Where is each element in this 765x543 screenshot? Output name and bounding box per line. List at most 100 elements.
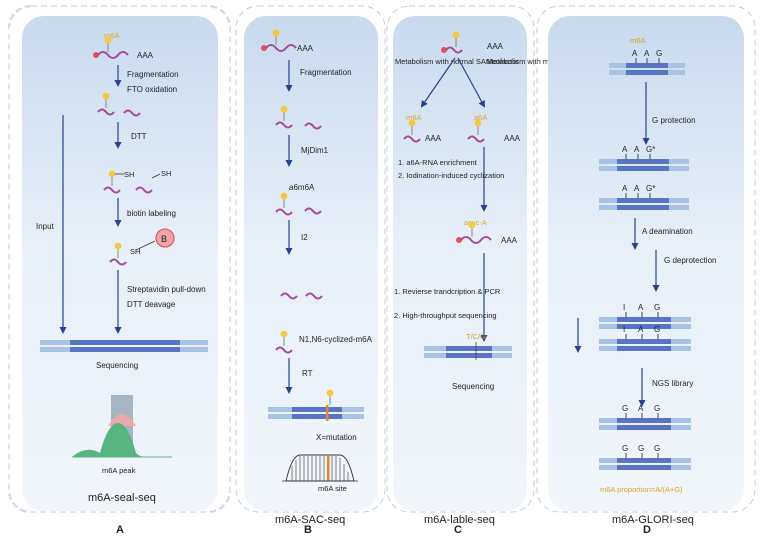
m6a-tag: m6A [104,31,119,40]
panel-c-background [393,16,527,511]
sequencing-reads-a [40,340,208,352]
m6a-peak-label: m6A peak [102,466,136,475]
read-row-1 [609,58,685,75]
biotin-icon [155,228,175,248]
base-r1-1: A [632,49,638,58]
cyclization-label: 2. Iodination-induced cyclization [398,171,504,180]
i2-label: I2 [301,233,308,242]
base-r6-2: A [638,404,644,413]
poly-a-label-c: AAA [487,42,504,51]
rna-full-a [93,36,129,59]
panel-a: m6A AAA Fragmentation FTO oxidation DTT … [8,5,231,536]
panel-d-title: m6A-GLORI-seq [612,514,694,526]
base-r3-2: A [634,184,640,193]
panel-d-background [548,16,744,511]
rna-full-c [441,31,463,54]
base-r7-1: G [622,444,628,453]
base-r5-1: I [623,325,625,334]
base-r5-3: G [654,325,660,334]
arrow-c-right [457,57,485,108]
arrow-c-left [420,57,456,108]
base-r2-1: A [622,145,628,154]
poly-a-label-c-left: AAA [425,134,442,143]
tcg-label: T/C/G [466,332,486,341]
biotin-badge-label: B [161,234,167,244]
mutation-site-plot [282,454,358,482]
m6a-proportion-label: m6A proportion=A/(A+G) [600,485,683,494]
base-r4-1: I [623,303,625,312]
rna-sh-a [103,170,161,194]
sh-label-3: SH [130,247,140,256]
base-r3-1: A [622,184,628,193]
read-row-5 [599,334,691,351]
acyc-a-label: acyc-A [464,218,487,227]
base-r2-3: G* [646,145,655,154]
panel-b: AAA Fragmentation MjDim1 a6m6A I2 N1,N6-… [235,5,386,536]
sh-label-1: SH [124,170,134,179]
poly-a-label: AAA [137,51,154,60]
a6m6a-label: a6m6A [289,183,315,192]
read-row-2 [599,154,689,171]
g-protection-label: G protection [652,116,696,125]
base-r6-3: G [654,404,660,413]
a6a-label: a6A [474,113,487,122]
rna-acyc-a [456,221,492,244]
panel-b-title: m6A-SAC-seq [275,514,345,526]
base-r4-2: A [638,303,644,312]
sequencing-label: Sequencing [96,361,138,370]
sequencing-reads-c [424,342,512,360]
m6a-label-c: m6A [406,113,421,122]
base-r1-3: G [656,49,662,58]
base-r5-2: A [638,325,644,334]
cyclized-m6a-label: N1,N6-cyclized-m6A [299,335,373,344]
mutation-label: X=mutation [316,433,357,442]
rt-pcr-label: 1. Revierse trandcription & PCR [394,287,501,296]
m6a-peak-plot [72,395,172,458]
panel-d-letter: D [643,524,651,536]
read-row-6 [599,413,691,430]
rt-label: RT [302,369,313,378]
base-r7-2: G [638,444,644,453]
panel-b-background [244,16,378,511]
ngs-library-label: NGS library [652,379,693,388]
dtt-label: DTT [131,132,147,141]
base-r2-2: A [634,145,640,154]
g-deprotection-label: G deprotection [664,256,716,265]
poly-a-label-acyc: AAA [501,236,518,245]
mjdim1-label: MjDim1 [301,146,329,155]
fto-oxidation-label: FTO oxidation [127,85,177,94]
base-r1-2: A [644,49,650,58]
sequencing-label-c: Sequencing [452,382,494,391]
fragmentation-label: Fragmentation [127,70,179,79]
enrichment-label: 1. a6A-RNA enrichment [398,158,478,167]
panel-b-letter: B [304,524,312,536]
read-row-4 [599,312,691,329]
a-deamination-label: A deamination [642,227,693,236]
base-r4-3: G [654,303,660,312]
m6a-site-label: m6A site [318,484,347,493]
streptavidin-label: Streptavidin pull-down [127,285,206,294]
panel-d: m6A A A G G protection A A G* A A G* A d… [536,5,756,536]
read-row-3 [599,193,689,210]
read-row-7 [599,453,691,470]
m6a-tag-d: m6A [630,36,645,45]
base-r6-1: G [622,404,628,413]
input-label: Input [36,222,55,231]
rna-full-b [261,29,297,52]
panel-c-letter: C [454,524,462,536]
panel-a-letter: A [116,524,124,536]
panel-c-title: m6A-lable-seq [424,514,495,526]
sequencing-reads-b [268,389,364,421]
high-throughput-label: 2. High-throughput sequencing [394,311,497,320]
biotin-labeling-label: biotin labeling [127,209,176,218]
sh-label-2: SH [161,169,171,178]
dtt-cleavage-label: DTT deavage [127,300,176,309]
base-r7-3: G [654,444,660,453]
panel-a-title: m6A-seal-seq [88,492,156,504]
fragmentation-label-b: Fragmentation [300,68,352,77]
poly-a-label-b: AAA [297,44,314,53]
poly-a-label-c-right: AAA [504,134,521,143]
rna-biotin-a [109,240,156,266]
metabolism-normal-label: Metabolism with normal SAMcofactor [395,57,519,66]
